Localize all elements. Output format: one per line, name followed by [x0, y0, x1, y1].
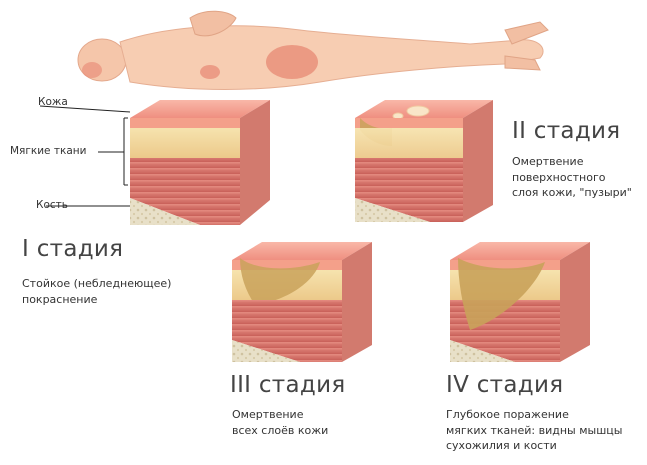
block-stage-2 [355, 100, 493, 222]
stage-2-description: Омертвение поверхностного слоя кожи, "пу… [512, 154, 632, 201]
stage-1-title: I стадия [22, 236, 124, 262]
stage-2-desc-line: поверхностного [512, 170, 606, 184]
stage-3-description: Омертвение всех слоёв кожи [232, 407, 328, 438]
block-stage-1 [130, 100, 270, 225]
label-skin: Кожа [38, 96, 68, 108]
stage-1-desc-line: Стойкое (небледнеющее) [22, 277, 172, 290]
stage-4-desc-line: сухожилия и кости [446, 439, 557, 452]
stage-1-desc-line: покраснение [22, 292, 98, 306]
label-soft-tissue: Мягкие ткани [10, 145, 87, 157]
lying-body-figure [77, 10, 549, 90]
stage-2-title: II стадия [512, 118, 621, 144]
stage-3-desc-line: всех слоёв кожи [232, 423, 329, 437]
stage-1-description: Стойкое (небледнеющее) покраснение [22, 276, 171, 307]
block-stage-4 [450, 242, 590, 362]
stage-4-description: Глубокое поражение мягких тканей: видны … [446, 407, 622, 454]
stage-2-desc-line: слоя кожи, "пузыри" [512, 186, 632, 199]
stage-4-desc-line: мягких тканей: видны мышцы [446, 423, 623, 437]
stage-3-title: III стадия [230, 372, 346, 398]
stage-4-title: IV стадия [446, 372, 564, 398]
stage-3-desc-line: Омертвение [232, 408, 304, 421]
block-stage-3 [232, 242, 372, 362]
stage-2-desc-line: Омертвение [512, 155, 584, 168]
stage-4-desc-line: Глубокое поражение [446, 408, 569, 421]
label-bone: Кость [36, 199, 68, 211]
